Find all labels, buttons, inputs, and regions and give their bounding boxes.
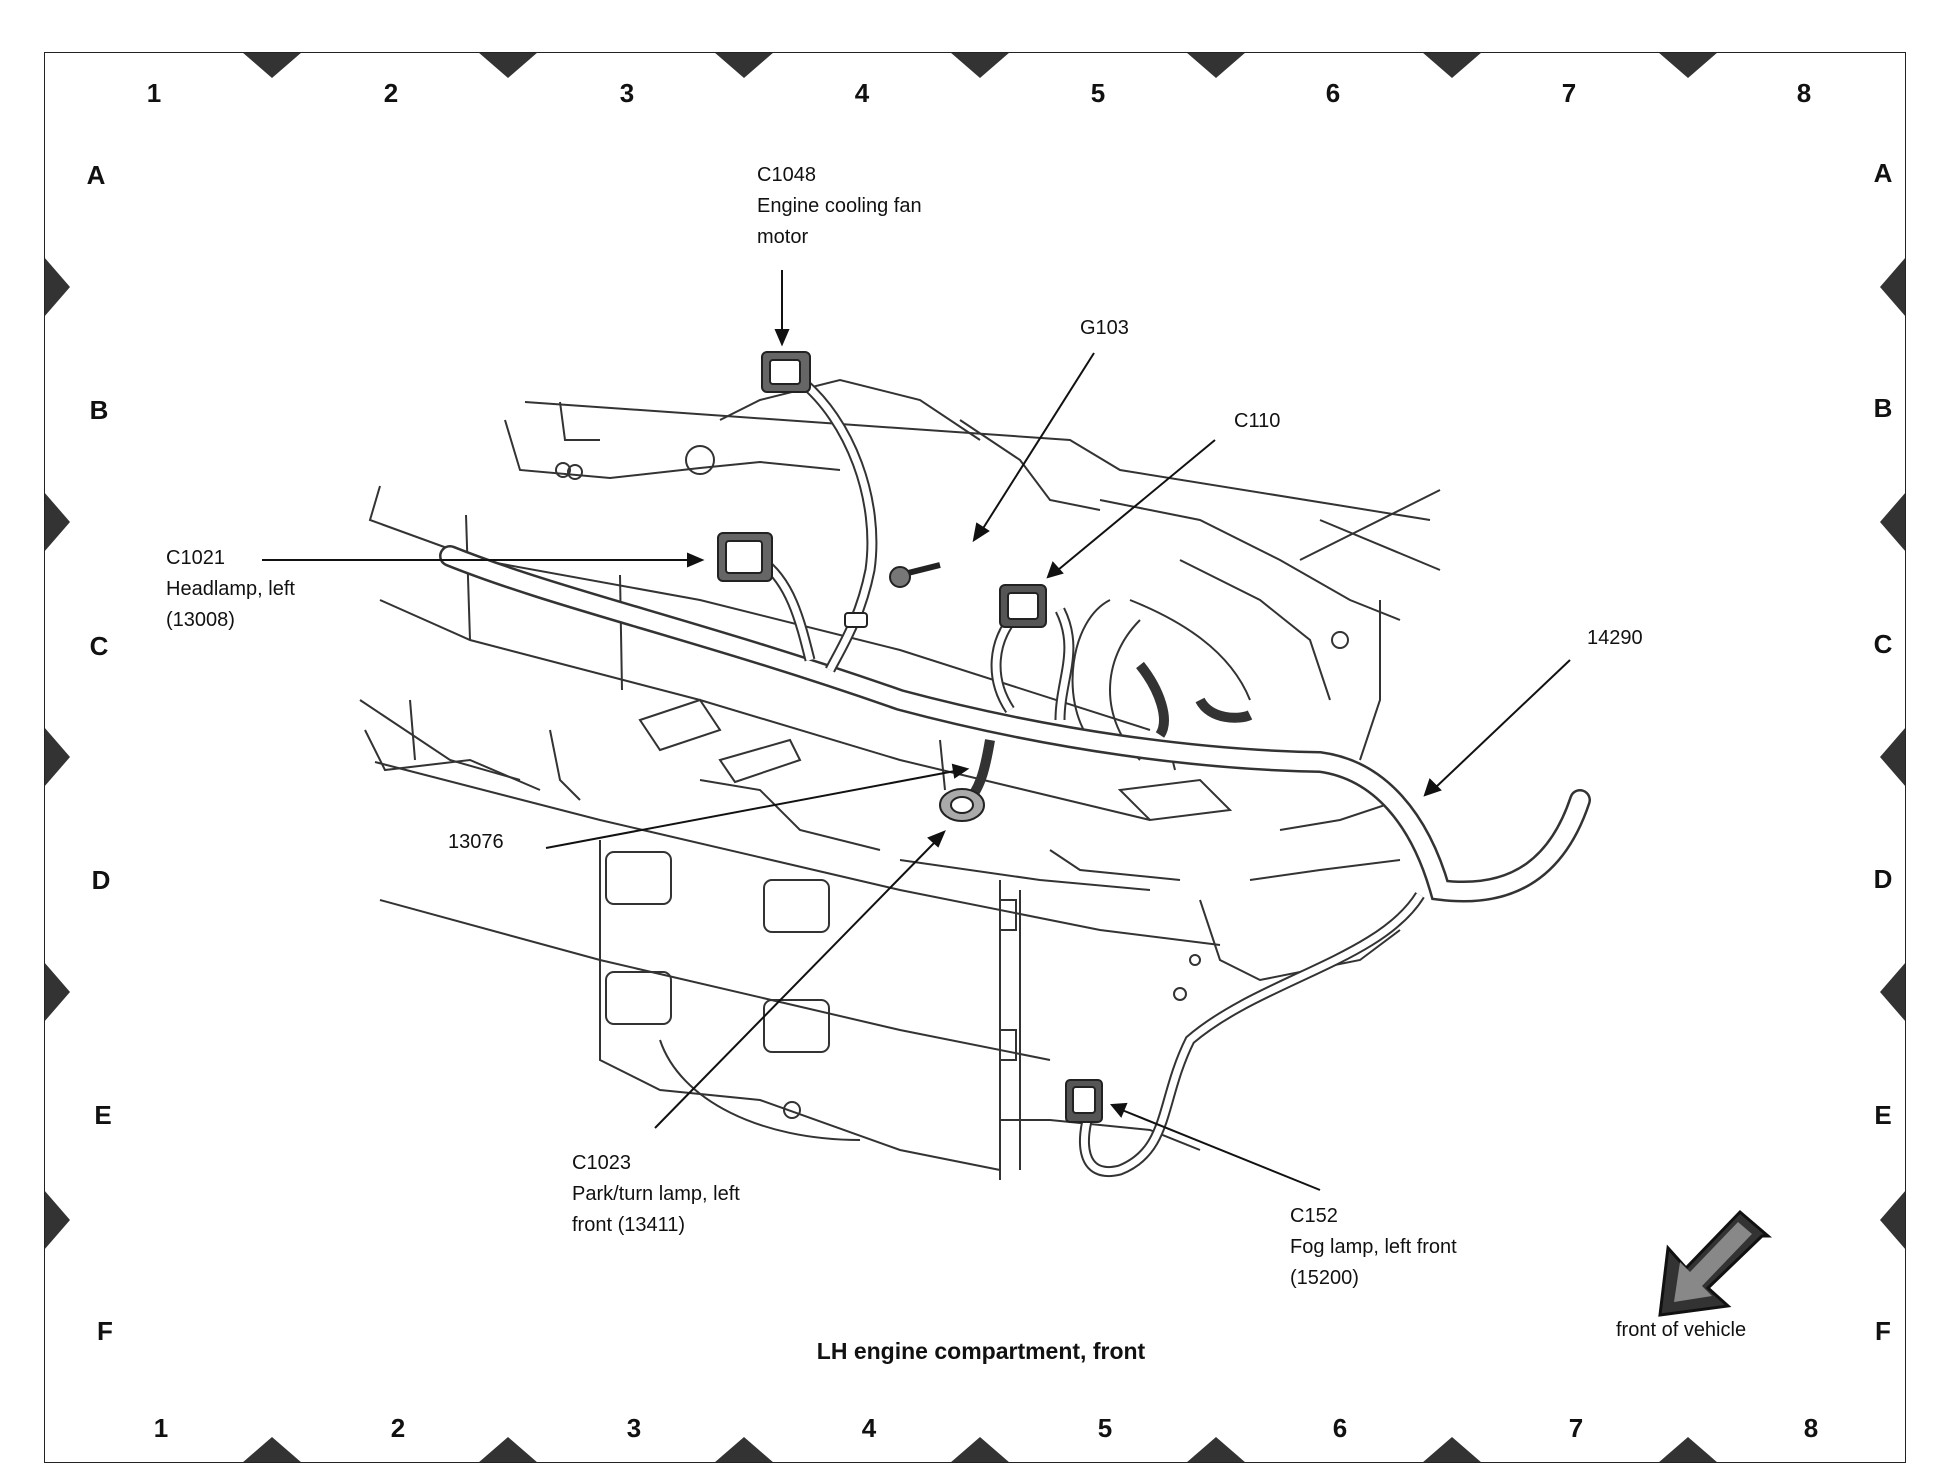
grid-marker-right-1 xyxy=(1880,492,1906,552)
grid-marker-bottom-0 xyxy=(242,1437,302,1463)
callout-c1048: C1048 Engine cooling fan motor xyxy=(757,160,922,253)
callout-c1048-desc-1: Engine cooling fan xyxy=(757,195,922,217)
grid-marker-bottom-4 xyxy=(1186,1437,1246,1463)
grid-row-right-F: F xyxy=(1875,1316,1891,1346)
grid-marker-top-6 xyxy=(1658,52,1718,78)
grid-marker-top-2 xyxy=(714,52,774,78)
direction-label: front of vehicle xyxy=(1616,1319,1747,1341)
grid-col-top-4: 4 xyxy=(854,78,870,108)
grid-markers xyxy=(44,52,1906,1463)
grid-marker-right-0 xyxy=(1880,257,1906,317)
grid-marker-top-5 xyxy=(1422,52,1482,78)
grid-col-bottom-1: 1 xyxy=(153,1413,169,1443)
callout-c110: C110 xyxy=(1234,406,1280,437)
callout-14290-code: 14290 xyxy=(1587,627,1643,649)
grid-row-left-D: D xyxy=(91,865,111,895)
grid-marker-right-3 xyxy=(1880,962,1906,1022)
callout-c1023-desc-1: Park/turn lamp, left xyxy=(572,1183,740,1205)
grid-col-top-1: 1 xyxy=(146,78,162,108)
grid-col-bottom-4: 4 xyxy=(861,1413,877,1443)
callout-13076: 13076 xyxy=(448,827,504,858)
grid-row-right-C: C xyxy=(1873,629,1893,659)
grid-col-bottom-7: 7 xyxy=(1568,1413,1584,1443)
diagram-title: LH engine compartment, front xyxy=(816,1338,1146,1364)
grid-col-bottom-3: 3 xyxy=(626,1413,642,1443)
grid-marker-top-4 xyxy=(1186,52,1246,78)
callout-c152-code: C152 xyxy=(1290,1205,1338,1227)
callout-c1023-code: C1023 xyxy=(572,1152,631,1174)
grid-col-top-3: 3 xyxy=(619,78,635,108)
callout-c1048-code: C1048 xyxy=(757,164,816,186)
grid-col-bottom-5: 5 xyxy=(1097,1413,1113,1443)
callout-c110-code: C110 xyxy=(1234,410,1281,432)
grid-marker-bottom-6 xyxy=(1658,1437,1718,1463)
grid-marker-left-4 xyxy=(44,1190,70,1250)
grid-col-top-7: 7 xyxy=(1561,78,1577,108)
grid-col-bottom-8: 8 xyxy=(1803,1413,1819,1443)
grid-col-top-5: 5 xyxy=(1090,78,1106,108)
grid-marker-bottom-3 xyxy=(950,1437,1010,1463)
grid-col-bottom-2: 2 xyxy=(390,1413,406,1443)
grid-marker-bottom-1 xyxy=(478,1437,538,1463)
grid-marker-right-4 xyxy=(1880,1190,1906,1250)
callout-g103-code: G103 xyxy=(1080,317,1129,339)
wiring-harnesses xyxy=(439,375,1591,1178)
leader-lines xyxy=(262,270,1571,1191)
callout-c1021: C1021 Headlamp, left (13008) xyxy=(166,543,295,636)
grid-col-top-8: 8 xyxy=(1796,78,1812,108)
grid-marker-left-2 xyxy=(44,727,70,787)
callout-g103: G103 xyxy=(1080,313,1129,344)
grid-marker-top-0 xyxy=(242,52,302,78)
grid-row-left-F: F xyxy=(97,1316,113,1346)
callout-c152-desc-1: Fog lamp, left front xyxy=(1290,1236,1457,1258)
grid-marker-bottom-2 xyxy=(714,1437,774,1463)
grid-row-left-B: B xyxy=(89,395,109,425)
grid-col-top-6: 6 xyxy=(1325,78,1341,108)
grid-row-left-C: C xyxy=(89,631,109,661)
grid-marker-top-1 xyxy=(478,52,538,78)
grid-col-bottom-6: 6 xyxy=(1332,1413,1348,1443)
callout-c1021-desc-2: (13008) xyxy=(166,609,235,631)
grid-row-right-E: E xyxy=(1874,1100,1892,1130)
grid-col-top-2: 2 xyxy=(383,78,399,108)
diagram-frame xyxy=(44,52,1906,1463)
callout-c1023-desc-2: front (13411) xyxy=(572,1214,686,1236)
grid-marker-bottom-5 xyxy=(1422,1437,1482,1463)
callout-c1021-desc-1: Headlamp, left xyxy=(166,578,295,600)
callout-c152: C152 Fog lamp, left front (15200) xyxy=(1290,1201,1457,1294)
grid-marker-left-1 xyxy=(44,492,70,552)
grid-row-right-A: A xyxy=(1873,158,1893,188)
direction-arrow-icon xyxy=(1658,1209,1773,1317)
grid-marker-left-0 xyxy=(44,257,70,317)
grid-marker-left-3 xyxy=(44,962,70,1022)
callout-c152-desc-2: (15200) xyxy=(1290,1267,1359,1289)
callout-13076-code: 13076 xyxy=(448,831,504,853)
grid-marker-top-3 xyxy=(950,52,1010,78)
grid-row-right-D: D xyxy=(1873,864,1893,894)
grid-row-left-A: A xyxy=(86,160,106,190)
grid-row-right-B: B xyxy=(1873,393,1893,423)
callout-14290: 14290 xyxy=(1587,623,1643,654)
grid-marker-right-2 xyxy=(1880,727,1906,787)
callout-c1023: C1023 Park/turn lamp, left front (13411) xyxy=(572,1148,740,1241)
connectors xyxy=(717,351,1103,1123)
callout-c1021-code: C1021 xyxy=(166,547,225,569)
grid-row-left-E: E xyxy=(94,1100,112,1130)
callout-c1048-desc-2: motor xyxy=(757,226,809,248)
